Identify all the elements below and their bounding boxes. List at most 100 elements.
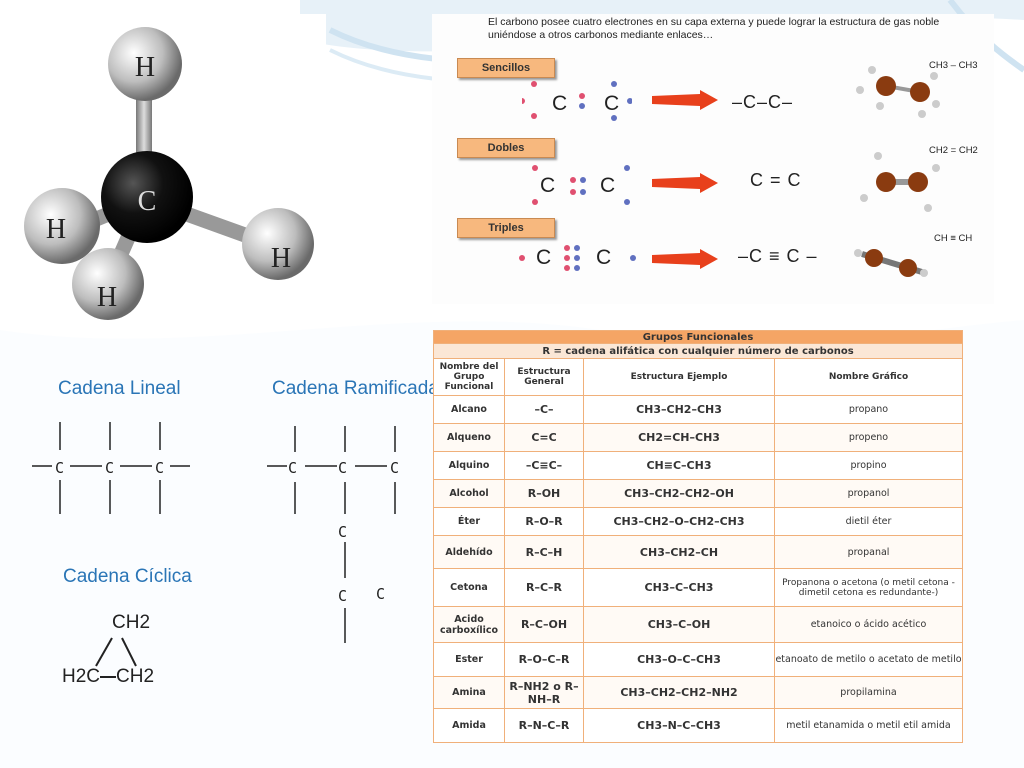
group-named: propano (774, 395, 963, 424)
arrow-icon (652, 90, 718, 110)
tag-dobles: Dobles (457, 138, 555, 158)
h-atom-right: H (271, 243, 291, 274)
group-named: etanoico o ácido acético (774, 606, 963, 643)
group-named: propino (774, 451, 963, 480)
double-c-right: C (600, 174, 616, 197)
cyclic-chain-diagram (95, 637, 137, 678)
group-name: Cetona (433, 568, 505, 607)
group-example: CH≡C–CH3 (583, 451, 775, 480)
group-name: Amina (433, 676, 505, 709)
ramificada-c3: C (390, 459, 400, 477)
ciclica-ch2-right: CH2 (116, 666, 155, 687)
tag-triples: Triples (457, 218, 555, 238)
group-named: propanol (774, 479, 963, 508)
functional-groups-table: Grupos Funcionales R = cadena alifática … (433, 330, 963, 743)
functional-groups-table-panel: Grupos Funcionales R = cadena alifática … (433, 330, 963, 743)
group-name: Ester (433, 642, 505, 677)
group-named: propilamina (774, 676, 963, 709)
group-example: CH3–C–OH (583, 606, 775, 643)
group-name: Alcohol (433, 479, 505, 508)
arrow-icon (652, 173, 718, 193)
cadena-ramificada-title: Cadena Ramificada (272, 378, 439, 399)
header-estructura-ejemplo: Estructura Ejemplo (583, 358, 775, 396)
group-example: CH2=CH–CH3 (583, 423, 775, 452)
c-atom-center: C (138, 186, 157, 217)
group-general: R–O–R (504, 507, 584, 536)
single-bond-electrons (522, 81, 632, 121)
ramificada-c1: C (288, 459, 298, 477)
ramificada-c6: C (376, 585, 386, 603)
group-example: CH3–N–C–CH3 (583, 708, 775, 743)
single-c-right: C (604, 92, 620, 115)
group-name: Alquino (433, 451, 505, 480)
group-name: Alqueno (433, 423, 505, 452)
group-general: R–C–OH (504, 606, 584, 643)
table-subtitle: R = cadena alifática con cualquier númer… (433, 343, 963, 359)
group-name: Amida (433, 708, 505, 743)
group-general: –C≡C– (504, 451, 584, 480)
ciclica-h2c: H2C (62, 666, 101, 687)
ciclica-ch2-top: CH2 (112, 612, 151, 633)
group-general: R–C–H (504, 535, 584, 569)
group-general: –C– (504, 395, 584, 424)
header-nombre-grupo: Nombre del Grupo Funcional (433, 358, 505, 396)
single-structure: –C–C– (732, 92, 794, 112)
group-example: CH3–O–C–CH3 (583, 642, 775, 677)
header-nombre-grafico: Nombre Gráfico (774, 358, 963, 396)
group-example: CH3–C–CH3 (583, 568, 775, 607)
triple-formula: CH ≡ CH (934, 233, 973, 244)
group-example: CH3–CH2–CH2–NH2 (583, 676, 775, 709)
h-atom-top: H (135, 52, 155, 83)
group-general: R–C–R (504, 568, 584, 607)
group-general: R–N–C–R (504, 708, 584, 743)
double-structure: C = C (750, 170, 802, 190)
cadena-lineal-title: Cadena Lineal (58, 378, 181, 399)
ethane-model-icon (856, 66, 940, 118)
group-general: R–O–C–R (504, 642, 584, 677)
h-atom-bottom: H (97, 282, 117, 313)
group-name: Aldehído (433, 535, 505, 569)
ramificada-c4: C (338, 523, 348, 541)
table-title: Grupos Funcionales (433, 330, 963, 344)
lineal-c3: C (155, 459, 165, 477)
double-formula: CH2 = CH2 (929, 145, 978, 156)
group-named: metil etanamida o metil etil amida (774, 708, 963, 743)
group-general: C=C (504, 423, 584, 452)
cadena-ciclica-title: Cadena Cíclica (63, 566, 192, 587)
methane-model-panel: H C H H H (0, 14, 326, 326)
group-named: Propanona o acetona (o metil cetona -dim… (774, 568, 963, 607)
triple-c-right: C (596, 246, 612, 269)
group-named: etanoato de metilo o acetato de metilo (774, 642, 963, 677)
group-example: CH3–CH2–CH (583, 535, 775, 569)
group-name: Acido carboxílico (433, 606, 505, 643)
double-c-left: C (540, 174, 556, 197)
lineal-c2: C (105, 459, 115, 477)
single-c-left: C (552, 92, 568, 115)
group-example: CH3–CH2–O–CH2–CH3 (583, 507, 775, 536)
group-general: R–NH2 o R–NH–R (504, 676, 584, 709)
double-bond-electrons (532, 165, 630, 205)
group-general: R–OH (504, 479, 584, 508)
group-named: propeno (774, 423, 963, 452)
ramificada-c5: C (338, 587, 348, 605)
branched-chain-diagram (267, 426, 396, 643)
h-atom-left: H (46, 214, 66, 245)
arrow-icon (652, 249, 718, 269)
group-named: dietil éter (774, 507, 963, 536)
header-estructura-general: Estructura General (504, 358, 584, 396)
carbon-bonds-panel: El carbono posee cuatro electrones en su… (432, 14, 994, 304)
group-example: CH3–CH2–CH3 (583, 395, 775, 424)
group-example: CH3–CH2–CH2–OH (583, 479, 775, 508)
single-formula: CH3 – CH3 (929, 60, 978, 71)
triple-structure: –C ≡ C – (738, 246, 818, 266)
methane-molecule-image: H C H H H (24, 27, 314, 320)
